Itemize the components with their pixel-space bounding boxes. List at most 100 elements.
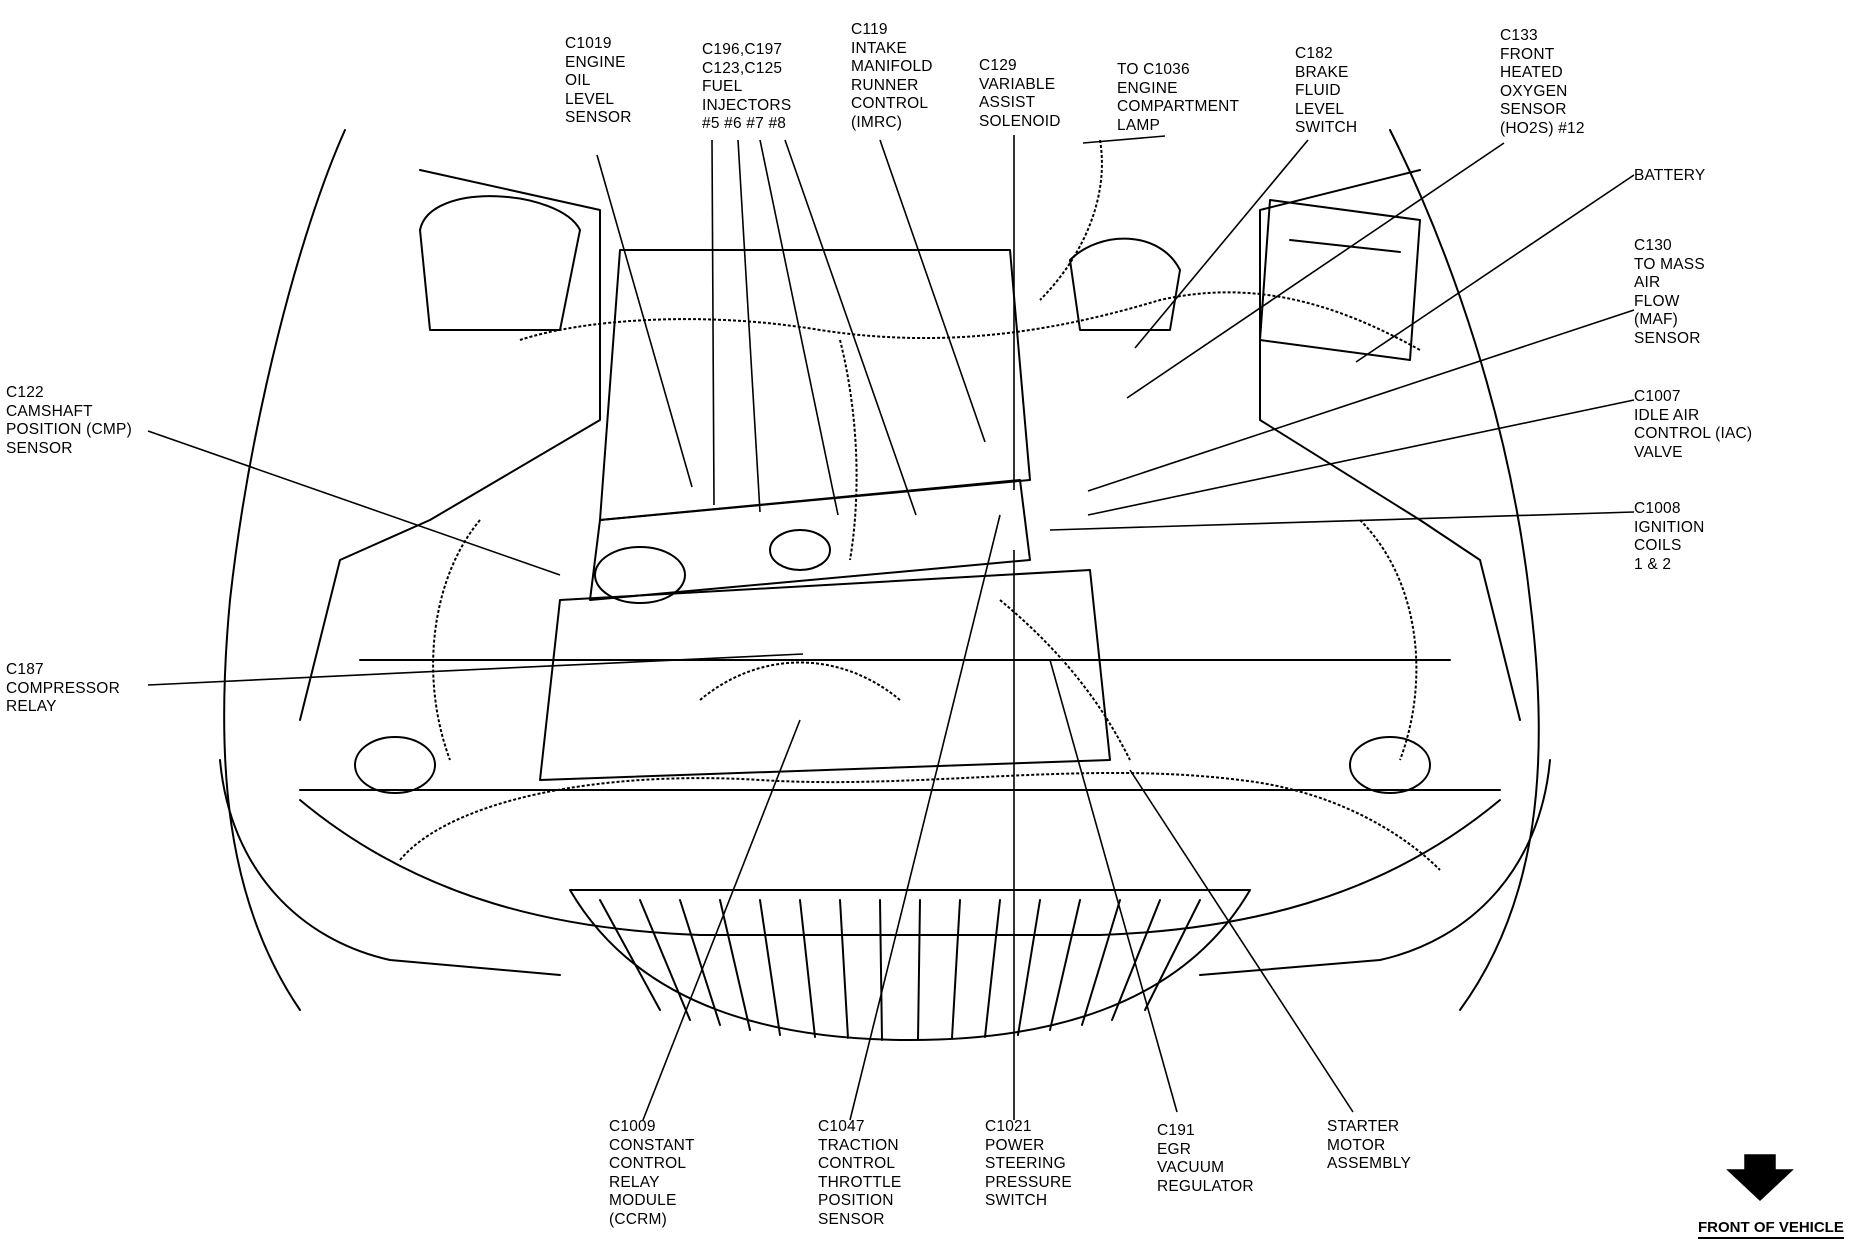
label-line: BRAKE: [1295, 63, 1349, 81]
label-line: ASSIST: [979, 94, 1036, 111]
label-line: CONTROL: [851, 95, 929, 112]
leader-c182: [1134, 139, 1309, 349]
label-line: COMPARTMENT: [1117, 98, 1240, 115]
label-line: C1021: [985, 1118, 1032, 1135]
leader-c130: [1087, 309, 1635, 492]
front-wiring-harness: [399, 771, 1441, 871]
label-line: (MAF): [1634, 311, 1679, 328]
leader-c1047: [849, 514, 1001, 1121]
label-line: (CCRM): [609, 1210, 668, 1228]
left-front-corner: [219, 759, 561, 976]
label-line: FUEL: [702, 78, 743, 95]
label-line: IDLE AIR: [1634, 406, 1700, 424]
pcv-port: [769, 529, 831, 571]
label-line: C130: [1634, 237, 1672, 254]
label-line: AIR: [1634, 274, 1661, 291]
leader-c1009: [642, 719, 801, 1121]
label-line: MANIFOLD: [851, 58, 933, 75]
label-line: HEATED: [1500, 64, 1563, 81]
right-headlamp: [1349, 736, 1431, 794]
leader-c196-b: [737, 139, 761, 513]
leader-starter: [1129, 769, 1354, 1113]
label-line: (HO2S) #12: [1500, 119, 1585, 137]
valve-cover: [589, 479, 1031, 601]
leader-battery: [1355, 174, 1635, 363]
label-line: SENSOR: [1634, 329, 1701, 347]
label-line: CONTROL: [818, 1155, 896, 1172]
label-line: C1019: [565, 35, 612, 52]
label-line: STEERING: [985, 1155, 1066, 1172]
label-line: RUNNER: [851, 76, 919, 94]
label-line: LAMP: [1117, 116, 1161, 134]
leader-lines: [147, 135, 1635, 1121]
label-line: CONTROL: [609, 1155, 687, 1172]
label-line: MODULE: [609, 1192, 677, 1209]
label-line: SENSOR: [565, 109, 632, 126]
grille: [569, 889, 1251, 1041]
label-line: RELAY: [6, 698, 57, 715]
label-line: #5 #6 #7 #8: [702, 115, 787, 132]
leader-c196-a: [711, 139, 715, 506]
leader-c122: [147, 430, 561, 576]
label-line: (IMRC): [851, 113, 903, 131]
label-line: POSITION: [818, 1192, 894, 1209]
label-line: C1009: [609, 1118, 656, 1135]
front-of-vehicle-label: FRONT OF VEHICLE: [1698, 1219, 1844, 1239]
label-line: C191: [1157, 1122, 1195, 1139]
coolant-reservoir: [419, 195, 581, 331]
label-line: C133: [1500, 27, 1538, 44]
label-line: C123,C125: [702, 59, 783, 77]
label-line: STARTER: [1327, 1118, 1400, 1135]
label-line: SENSOR: [1500, 101, 1567, 118]
label-line: COMPRESSOR: [6, 679, 120, 697]
label-line: C187: [6, 661, 44, 678]
main-wiring-harness: [519, 291, 1421, 351]
label-line: POSITION (CMP): [6, 421, 132, 438]
label-line: VACUUM: [1157, 1159, 1225, 1176]
leader-c1007: [1087, 399, 1635, 516]
label-line: CAMSHAFT: [6, 402, 93, 420]
label-line: CONTROL (IAC): [1634, 425, 1753, 442]
leader-c1008: [1049, 511, 1635, 531]
label-line: SENSOR: [6, 439, 73, 457]
label-line: INJECTORS: [702, 96, 792, 114]
label-line: SWITCH: [1295, 119, 1358, 136]
brake-fluid-reservoir: [1069, 237, 1181, 331]
leader-c133: [1126, 142, 1505, 399]
label-line: THROTTLE: [818, 1173, 902, 1191]
label-line: C182: [1295, 45, 1333, 62]
label-line: SENSOR: [818, 1210, 885, 1228]
leader-c191: [1049, 659, 1178, 1113]
right-inner-fender: [1259, 169, 1521, 721]
label-line: FLOW: [1634, 292, 1680, 310]
label-line: POWER: [985, 1136, 1045, 1154]
label-line: PRESSURE: [985, 1173, 1072, 1191]
label-line: IGNITION: [1634, 518, 1705, 536]
label-line: VALVE: [1634, 443, 1683, 461]
label-line: C119: [851, 21, 888, 38]
label-line: LEVEL: [1295, 100, 1345, 118]
label-line: C196,C197: [702, 41, 783, 58]
right-fender-outline: [1389, 129, 1540, 1011]
leader-c187: [147, 653, 804, 686]
leader-c1036: [1082, 135, 1166, 144]
label-line: TO MASS: [1634, 255, 1705, 273]
label-line: C1047: [818, 1118, 865, 1135]
right-front-corner: [1199, 759, 1551, 976]
label-line: TO C1036: [1117, 61, 1190, 78]
